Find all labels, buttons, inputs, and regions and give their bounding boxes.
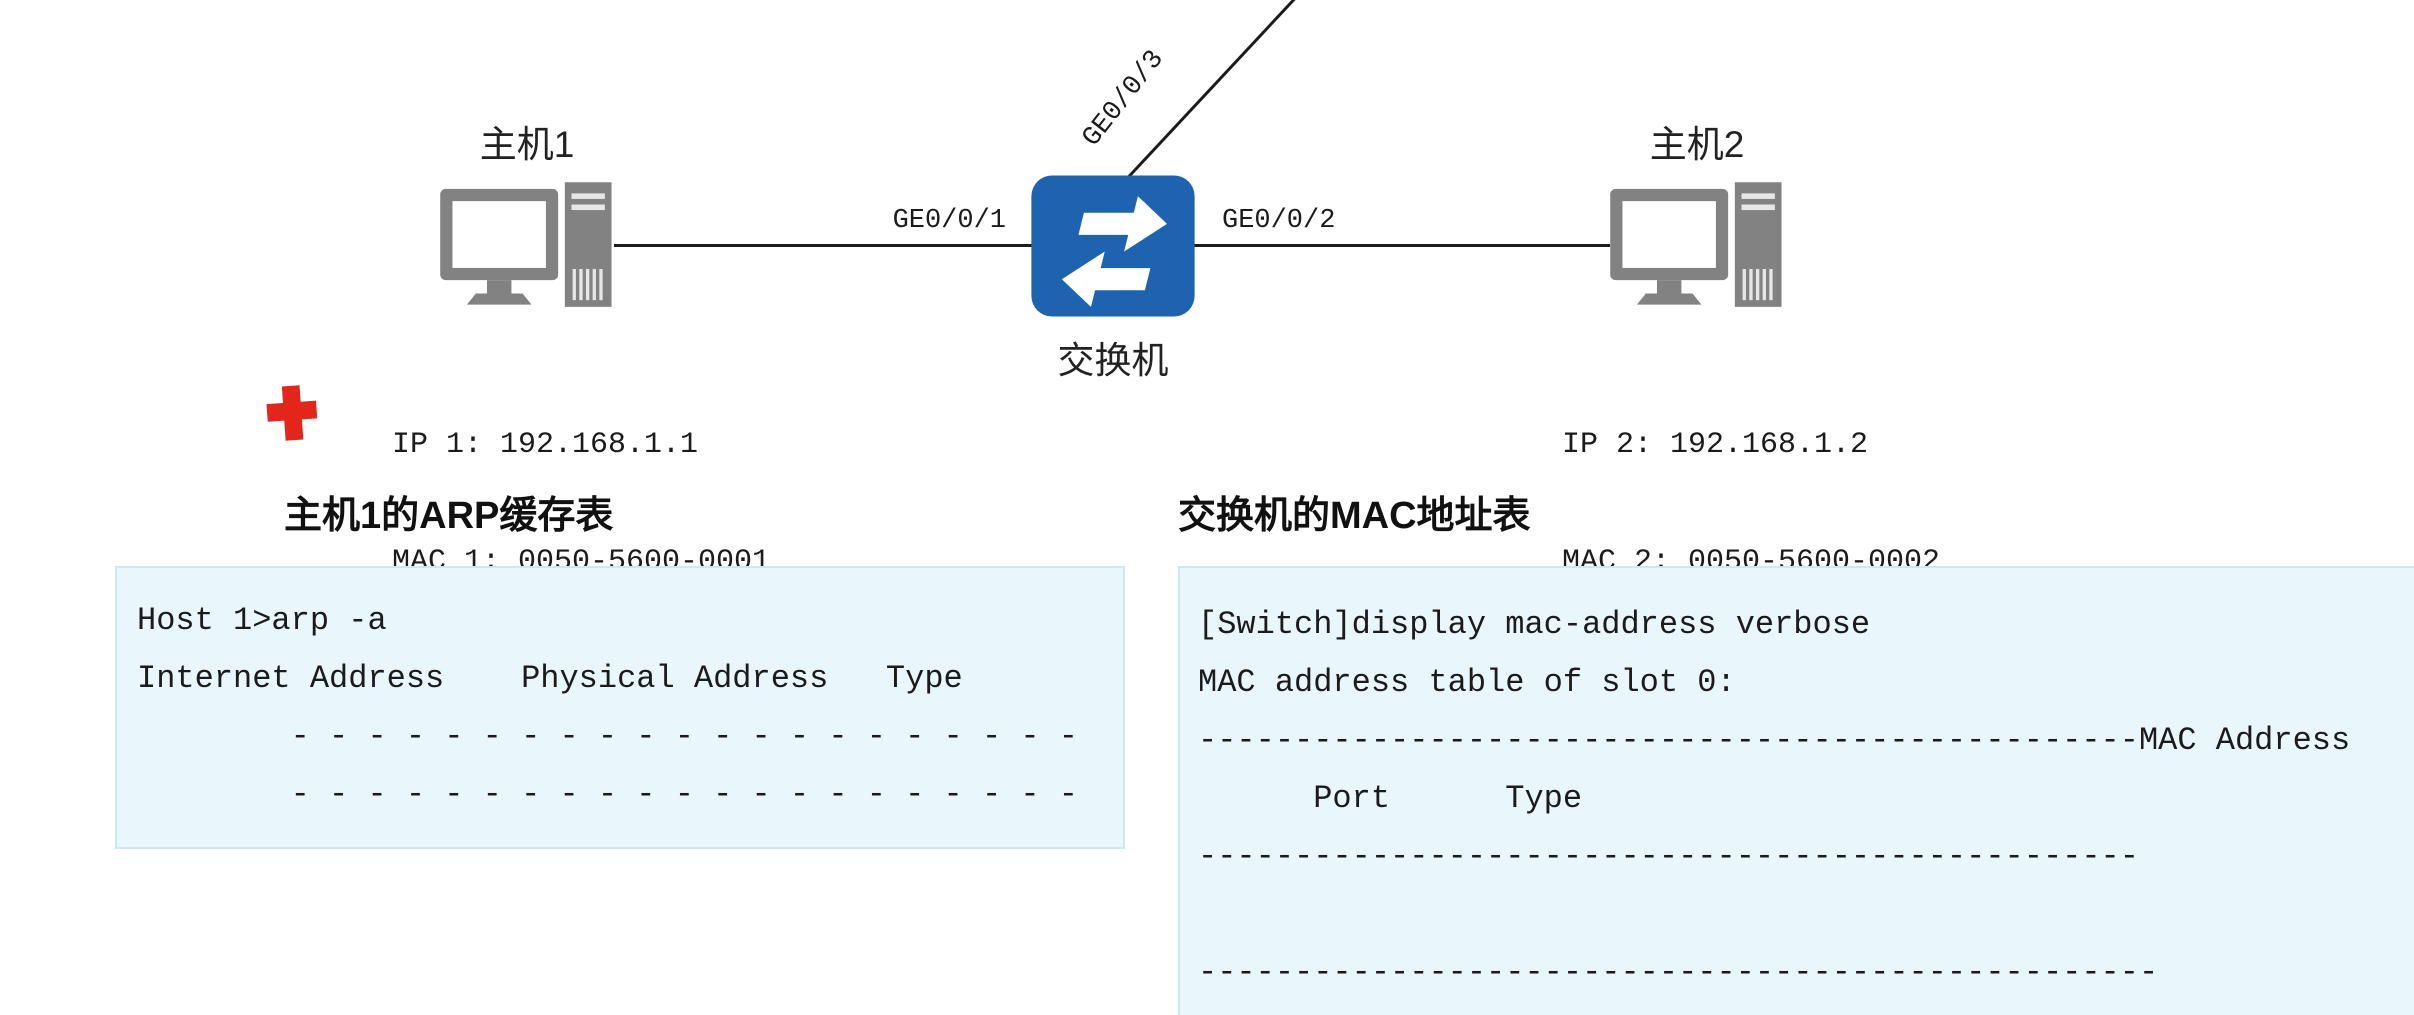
link-switch-uplink (1126, 0, 1300, 179)
host2-computer-icon (1608, 180, 1786, 318)
terminal-line: ----------------------------------------… (1198, 722, 2351, 759)
port-label-ge0-0-1: GE0/0/1 (892, 206, 1006, 236)
link-host1-switch (614, 244, 1032, 247)
ethernet-switch-icon (1030, 174, 1196, 318)
terminal-line: [Switch]display mac-address verbose (1198, 606, 1871, 643)
terminal-line: - - - - - - - - - - - - - - - - - - - - … (137, 718, 1078, 755)
switch-label: 交换机 (1057, 340, 1169, 381)
link-switch-host2 (1194, 244, 1610, 247)
red-cross-icon (264, 382, 320, 443)
terminal-line: ----------------------------------------… (1198, 838, 2139, 875)
terminal-line: MAC address table of slot 0: (1198, 664, 1736, 701)
arp-table-title: 主机1的ARP缓存表 (284, 495, 614, 537)
mac-table-panel: [Switch]display mac-address verbose MAC … (1178, 566, 2414, 1015)
terminal-line (1198, 886, 2414, 944)
arp-table-panel: Host 1>arp -a Internet Address Physical … (115, 566, 1125, 849)
host1-computer-icon (438, 180, 616, 318)
terminal-line: - - - - - - - - - - - - - - - - - - - - … (137, 776, 1078, 813)
terminal-line: ----------------------------------------… (1198, 954, 2159, 991)
host1-ip-label: IP 1: 192.168.1.1 (392, 428, 699, 462)
host1-label: 主机1 (479, 124, 575, 165)
port-label-ge0-0-3: GE0/0/3 (1077, 45, 1171, 153)
desktop-computer-icon (1610, 182, 1782, 307)
host2-label: 主机2 (1649, 124, 1745, 165)
desktop-computer-icon (440, 182, 612, 307)
terminal-line: Host 1>arp -a (137, 602, 387, 639)
terminal-line: Port Type (1198, 780, 1583, 817)
host2-ip-label: IP 2: 192.168.1.2 (1562, 428, 1869, 462)
mac-table-title: 交换机的MAC地址表 (1178, 495, 1531, 537)
port-label-ge0-0-2: GE0/0/2 (1222, 206, 1336, 236)
terminal-line: Internet Address Physical Address Type (137, 660, 963, 697)
